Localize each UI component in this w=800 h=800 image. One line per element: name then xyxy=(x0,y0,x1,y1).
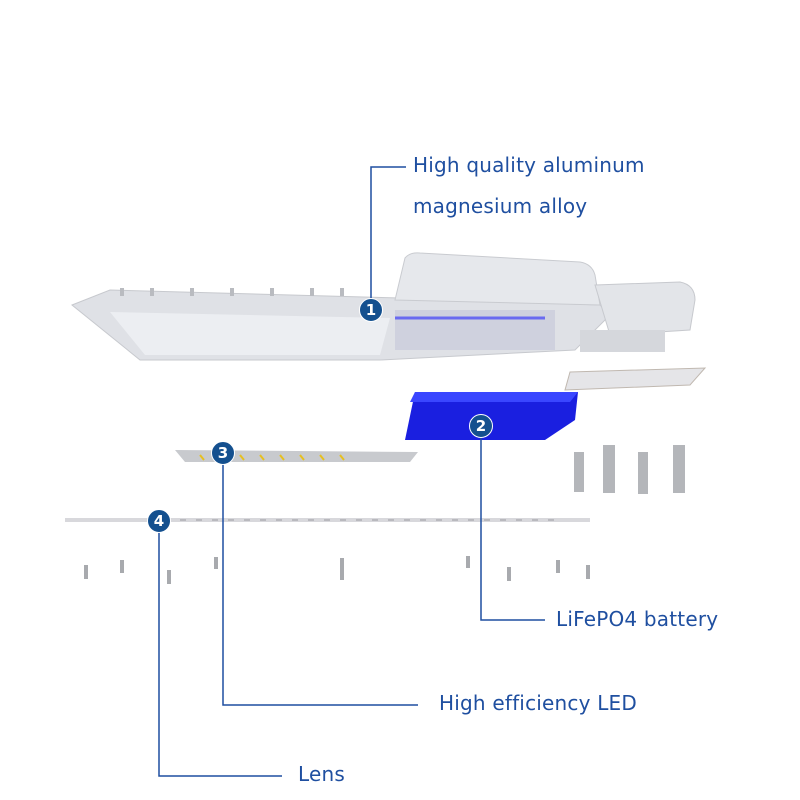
driver-board xyxy=(564,367,707,391)
label-housing-line2: magnesium alloy xyxy=(413,194,588,218)
led-board xyxy=(175,450,418,462)
callout-badge-4: 4 xyxy=(147,509,171,533)
callout-badge-2: 2 xyxy=(469,414,493,438)
label-lens: Lens xyxy=(298,762,345,786)
battery-pack xyxy=(405,392,578,440)
bolts xyxy=(574,445,685,494)
callout-badge-1: 1 xyxy=(359,298,383,322)
label-battery: LiFePO4 battery xyxy=(556,607,719,631)
label-led: High efficiency LED xyxy=(439,691,637,715)
callout-badge-3: 3 xyxy=(211,441,235,465)
leader-lines xyxy=(158,166,545,777)
housing xyxy=(71,252,696,361)
screws xyxy=(84,556,590,584)
label-housing-line1: High quality aluminum xyxy=(413,153,645,177)
